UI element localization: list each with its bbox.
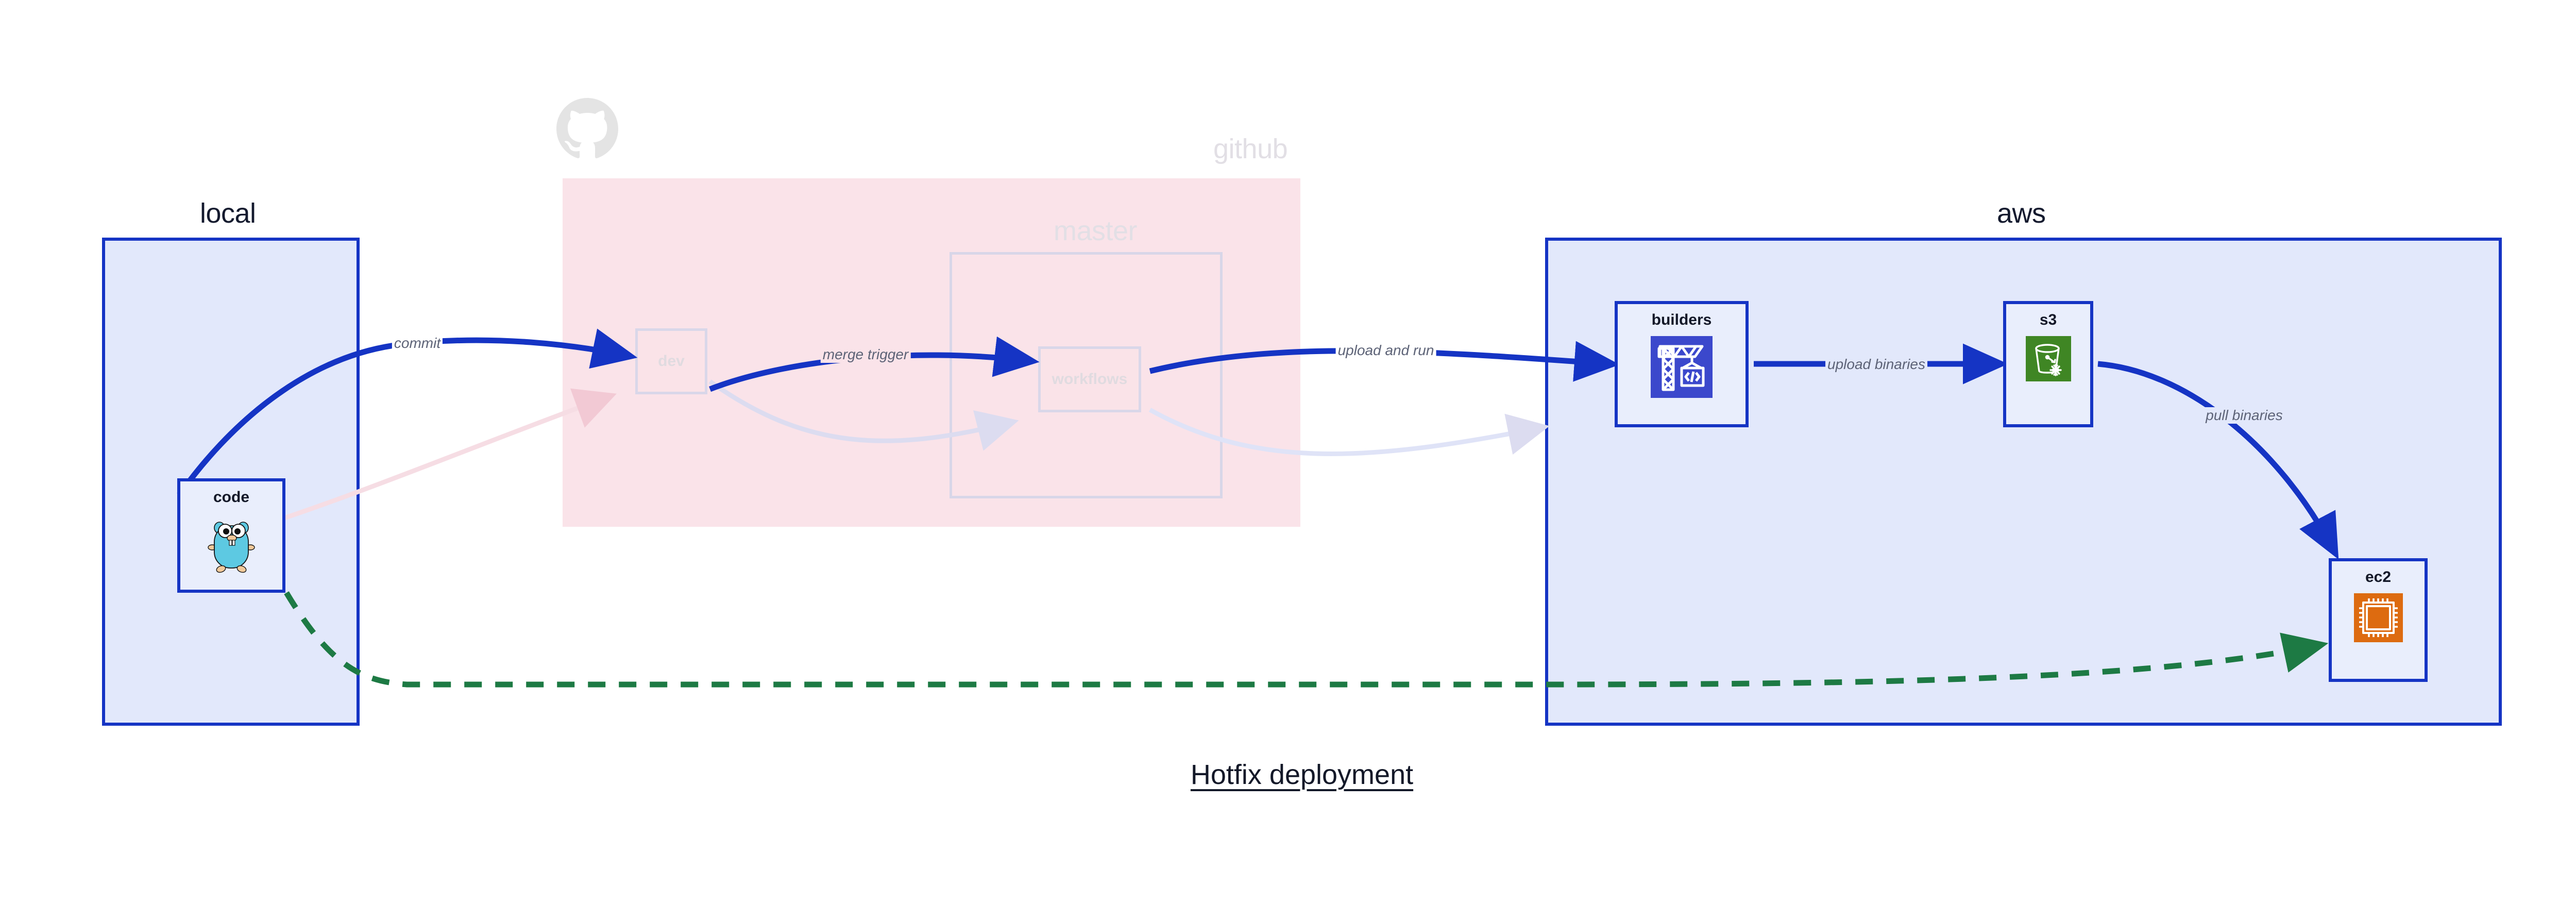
aws-s3-icon	[2025, 336, 2071, 384]
diagram-title: Hotfix deployment	[1190, 759, 1414, 790]
github-octocat-icon	[556, 98, 618, 160]
group-label-aws: aws	[1997, 198, 2046, 229]
edge-label-commit: commit	[392, 335, 443, 352]
go-gopher-icon	[207, 513, 256, 578]
group-label-master: master	[1054, 215, 1138, 246]
node-ec2-label: ec2	[2365, 569, 2392, 586]
node-s3-label: s3	[2039, 311, 2057, 328]
node-s3[interactable]: s3	[2003, 301, 2093, 427]
node-dev-label: dev	[658, 353, 685, 370]
edge-label-merge-trigger: merge trigger	[820, 346, 911, 363]
node-builders-label: builders	[1651, 311, 1712, 328]
node-code[interactable]: code	[177, 478, 285, 593]
group-label-local: local	[200, 198, 256, 229]
edge-pull-binaries	[2097, 361, 2339, 560]
ghost-edge-workflows-builders	[1148, 408, 1550, 456]
group-master	[950, 252, 1223, 498]
edge-label-pull-binaries: pull binaries	[2204, 407, 2285, 424]
node-code-label: code	[213, 489, 250, 506]
aws-ec2-icon	[2353, 593, 2403, 645]
aws-codebuild-icon	[1651, 336, 1713, 400]
edge-commit	[177, 328, 638, 497]
node-workflows[interactable]: workflows	[1038, 346, 1141, 412]
edge-hotfix-direct	[284, 591, 2329, 688]
node-builders[interactable]: builders	[1615, 301, 1749, 427]
group-label-github: github	[1213, 133, 1288, 164]
node-workflows-label: workflows	[1052, 371, 1128, 388]
node-dev[interactable]: dev	[635, 328, 707, 394]
edge-label-upload-and-run: upload and run	[1335, 342, 1436, 359]
edge-label-upload-binaries: upload binaries	[1825, 356, 1927, 373]
ghost-edge-dev-workflows	[708, 379, 1019, 451]
node-ec2[interactable]: ec2	[2329, 558, 2428, 682]
